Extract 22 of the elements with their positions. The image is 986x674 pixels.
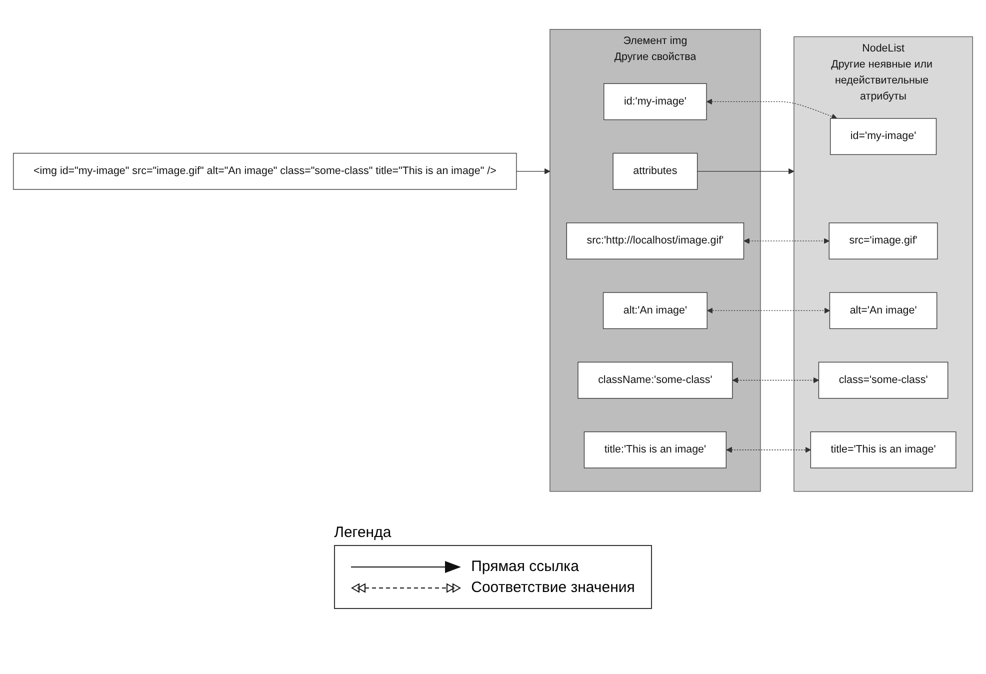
node-box: id:'my-image' [604, 82, 707, 120]
node-box: src='image.gif' [828, 222, 938, 259]
arrow [726, 446, 811, 452]
legend-label: Прямая ссылка [471, 558, 579, 575]
node-box: className:'some-class' [578, 361, 733, 398]
node-box: attributes [612, 152, 698, 190]
node-box: alt:'An image' [602, 292, 708, 329]
arrow [696, 168, 794, 174]
arrow [744, 238, 830, 244]
legend-title: Легенда [334, 524, 392, 541]
node-box: title='This is an image' [810, 431, 956, 468]
arrow [516, 168, 550, 174]
node-box: alt='An image' [829, 292, 938, 329]
node-box: title:'This is an image' [584, 431, 726, 468]
arrow [732, 376, 819, 383]
node-box: class='some-class' [818, 361, 948, 398]
arrow [707, 307, 830, 314]
node-box: <img id="my-image" src="image.gif" alt="An image" class="some-class" title="This is an image" /> [13, 152, 517, 190]
node-box: src:'http://localhost/image.gif' [566, 222, 744, 259]
arrow [706, 98, 838, 119]
node-box: id='my-image' [830, 118, 937, 155]
legend-label: Соответствие значения [471, 579, 635, 596]
